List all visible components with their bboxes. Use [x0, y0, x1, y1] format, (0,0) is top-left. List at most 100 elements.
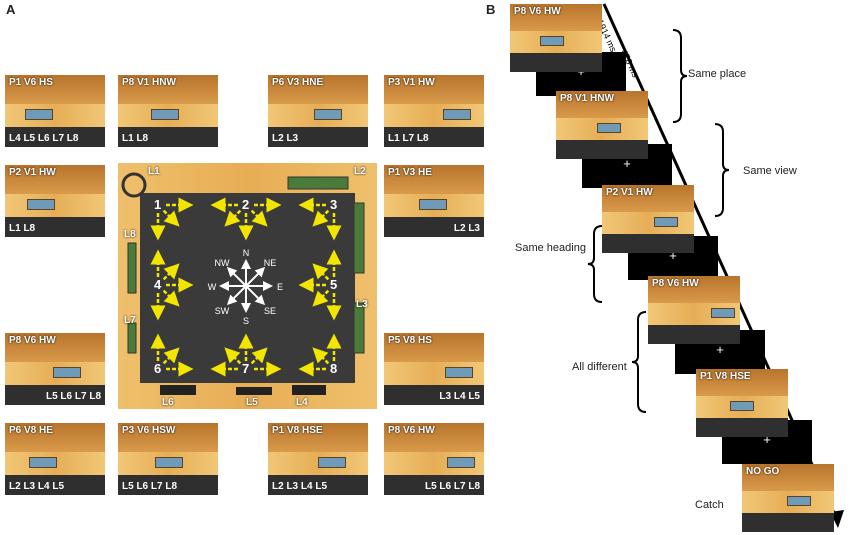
heading-arrow	[162, 289, 180, 307]
thumbnail-landmarks: L4 L5 L6 L7 L8	[9, 133, 79, 144]
sequence-frame-title: P8 V6 HW	[652, 278, 699, 289]
position-label: 7	[242, 361, 250, 376]
thumbnail-landmarks: L1 L8	[122, 133, 149, 144]
scene-thumbnail: P2 V1 HW L1 L8	[5, 165, 105, 237]
sequence-scene-frame: P1 V8 HSE	[696, 369, 788, 437]
heading-arrow	[162, 347, 180, 365]
thumbnail-landmarks: L2 L3 L4 L5	[9, 481, 65, 492]
landmark-l4-table	[292, 385, 326, 395]
landmark-l1-object	[121, 172, 147, 198]
thumbnail-landmarks: L5 L6 L7 L8	[122, 481, 178, 492]
landmark-label-l8: L8	[124, 229, 136, 240]
sequence-frame-title: P8 V6 HW	[514, 6, 561, 17]
compass-label: N	[243, 248, 250, 258]
thumbnail-title: P5 V8 HS	[388, 335, 432, 346]
thumbnail-landmarks: L1 L8	[9, 223, 36, 234]
scene-thumbnail: P5 V8 HS L3 L4 L5	[384, 333, 484, 405]
landmark-label-l2: L2	[354, 166, 366, 177]
thumbnail-landmarks: L2 L3 L4 L5	[272, 481, 328, 492]
landmark-label-l5: L5	[246, 397, 258, 408]
compass-label: NE	[264, 258, 277, 268]
scene-thumbnail: P8 V6 HW L5 L6 L7 L8	[384, 423, 484, 495]
heading-arrow	[250, 347, 268, 365]
position-label: 5	[330, 277, 338, 292]
thumbnail-title: P6 V3 HNE	[272, 77, 324, 88]
thumbnail-title: P8 V6 HW	[388, 425, 435, 436]
scene-thumbnail: P6 V3 HNE L2 L3	[268, 75, 368, 147]
thumbnail-title: P1 V3 HE	[388, 167, 432, 178]
compass-label: S	[243, 316, 249, 326]
heading-arrow	[224, 347, 242, 365]
landmark-l2-window	[287, 176, 349, 190]
fixation-cross: +	[763, 432, 771, 447]
condition-same-place: Same place	[688, 68, 747, 80]
landmark-l3-window-b	[353, 302, 365, 354]
thumbnail-title: P2 V1 HW	[9, 167, 56, 178]
fixation-cross: +	[716, 342, 724, 357]
sequence-frame-title: P1 V8 HSE	[700, 371, 751, 382]
position-label: 2	[242, 197, 250, 212]
compass-label: SW	[215, 306, 230, 316]
thumbnail-title: P1 V6 HS	[9, 77, 53, 88]
heading-arrow	[162, 209, 180, 227]
panel-label-b: B	[486, 2, 496, 17]
thumbnail-title: P8 V6 HW	[9, 335, 56, 346]
landmark-label-l3: L3	[356, 299, 368, 310]
heading-arrow	[224, 209, 242, 227]
thumbnail-title: P6 V8 HE	[9, 425, 53, 436]
sequence-scene-frame: P8 V1 HNW	[556, 91, 648, 159]
panel-label-a: A	[6, 2, 16, 17]
landmark-label-l4: L4	[296, 397, 308, 408]
brace-all-different	[631, 311, 647, 413]
sequence-frame-title: NO GO	[746, 466, 780, 477]
thumbnail-landmarks: L3 L4 L5	[439, 391, 480, 402]
scene-thumbnail: P1 V6 HS L4 L5 L6 L7 L8	[5, 75, 105, 147]
fixation-cross: +	[623, 156, 631, 171]
compass-arrow	[245, 285, 266, 306]
thumbnail-landmarks: L5 L6 L7 L8	[424, 481, 480, 492]
thumbnail-title: P3 V6 HSW	[122, 425, 176, 436]
compass-arrow	[226, 266, 247, 287]
compass-label: NW	[214, 258, 229, 268]
thumbnail-title: P8 V1 HNW	[122, 77, 176, 88]
position-label: 6	[154, 361, 162, 376]
compass-label: E	[277, 282, 283, 292]
landmark-l7-window	[127, 322, 137, 354]
scene-thumbnail: P6 V8 HE L2 L3 L4 L5	[5, 423, 105, 495]
position-label: 1	[154, 197, 162, 212]
position-label: 3	[330, 197, 338, 212]
sequence-scene-frame: P8 V6 HW	[510, 4, 602, 72]
scene-thumbnail: P3 V6 HSW L5 L6 L7 L8	[118, 423, 218, 495]
compass-label: W	[208, 282, 217, 292]
condition-catch: Catch	[695, 499, 724, 511]
condition-all-different: All different	[572, 361, 627, 373]
sequence-frame-title: P2 V1 HW	[606, 187, 653, 198]
sequence-scene-frame: P8 V6 HW	[648, 276, 740, 344]
landmark-l8-window	[127, 242, 137, 294]
thumbnail-landmarks: L2 L3	[272, 133, 299, 144]
thumbnail-landmarks: L2 L3	[453, 223, 480, 234]
thumbnail-title: P3 V1 HW	[388, 77, 435, 88]
heading-arrow	[250, 209, 268, 227]
condition-same-view: Same view	[743, 165, 797, 177]
landmark-label-l6: L6	[162, 397, 174, 408]
landmark-label-l7: L7	[124, 315, 136, 326]
fixation-cross: +	[669, 248, 677, 263]
scene-thumbnail: P8 V1 HNW L1 L8	[118, 75, 218, 147]
position-label: 4	[154, 277, 162, 292]
condition-same-heading: Same heading	[515, 242, 586, 254]
compass-label: SE	[264, 306, 276, 316]
brace-same-heading	[587, 225, 603, 303]
scene-thumbnail: P1 V3 HE L2 L3	[384, 165, 484, 237]
heading-arrow	[162, 263, 180, 281]
heading-arrow	[312, 289, 330, 307]
compass-arrow	[245, 266, 266, 287]
sequence-scene-frame: P2 V1 HW	[602, 185, 694, 253]
arena-map-svg: N NE E SE S SW W NW	[121, 172, 365, 395]
landmark-l6-table	[160, 385, 196, 395]
sequence-scene-frame: NO GO	[742, 464, 834, 532]
